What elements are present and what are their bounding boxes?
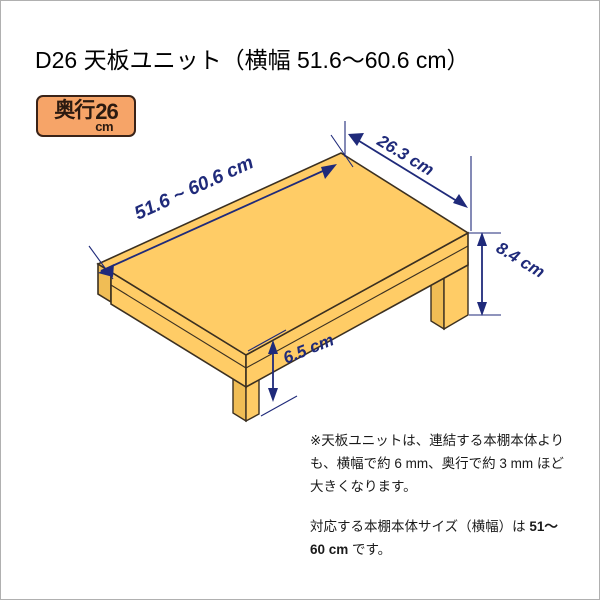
note-2-size-range: 51〜60 cm — [310, 518, 558, 557]
top-board-unit — [96, 152, 470, 423]
depth-dimension-line — [350, 135, 466, 207]
height-front-arrow-bottom — [268, 388, 278, 402]
height-front-ext-bottom — [260, 395, 298, 417]
width-arrow-right — [321, 164, 337, 179]
board-right-lamination-line — [245, 245, 469, 369]
depth-arrow-left — [348, 133, 364, 146]
height-right-arrow-bottom — [477, 302, 487, 316]
dimension-height-right: 8.4 cm — [469, 232, 548, 316]
notes-block: ※天板ユニットは、連結する本棚本体よりも、横幅で約 6 mm、奥行で約 3 mm… — [310, 429, 572, 561]
height-right-arrow-top — [477, 232, 487, 246]
page-title: D26 天板ユニット（横幅 51.6〜60.6 cm） — [35, 47, 470, 73]
width-dimension-line — [100, 165, 335, 272]
board-top-surface — [96, 152, 470, 356]
height-right-dimension-label: 8.4 cm — [493, 238, 548, 282]
depth-badge: 奥行 26 cm — [36, 95, 136, 137]
note-paragraph-1: ※天板ユニットは、連結する本棚本体よりも、横幅で約 6 mm、奥行で約 3 mm… — [310, 429, 572, 499]
width-ext-line-right — [330, 134, 354, 168]
depth-badge-value-stack: 26 cm — [95, 99, 119, 135]
depth-arrow-right — [453, 194, 468, 208]
depth-badge-label: 奥行 — [54, 99, 95, 123]
note-2-text-start: 対応する本棚本体サイズ（横幅）は — [310, 518, 530, 534]
depth-badge-unit: cm — [95, 119, 114, 135]
height-front-arrow-top — [268, 340, 278, 354]
depth-badge-number: 26 — [95, 99, 119, 125]
height-front-ext-top — [247, 329, 287, 352]
width-arrow-left — [98, 264, 114, 277]
depth-badge-content: 奥行 26 cm — [54, 99, 119, 135]
note-1-text: ※天板ユニットは、連結する本棚本体よりも、横幅で約 6 mm、奥行で約 3 mm… — [310, 433, 565, 495]
board-front-lamination-line — [110, 284, 247, 369]
note-paragraph-2: 対応する本棚本体サイズ（横幅）は 51〜60 cm です。 — [310, 515, 572, 561]
note-2-text-end: です。 — [348, 541, 392, 557]
